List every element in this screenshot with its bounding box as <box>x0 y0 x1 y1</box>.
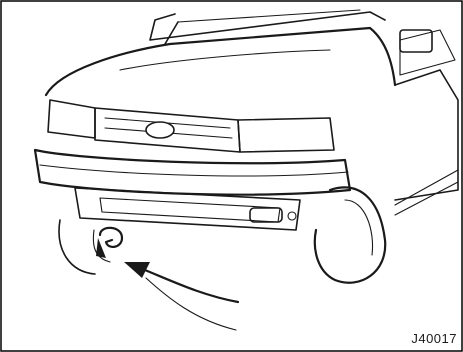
emblem <box>146 122 174 138</box>
figure-code: J40017 <box>411 331 457 346</box>
